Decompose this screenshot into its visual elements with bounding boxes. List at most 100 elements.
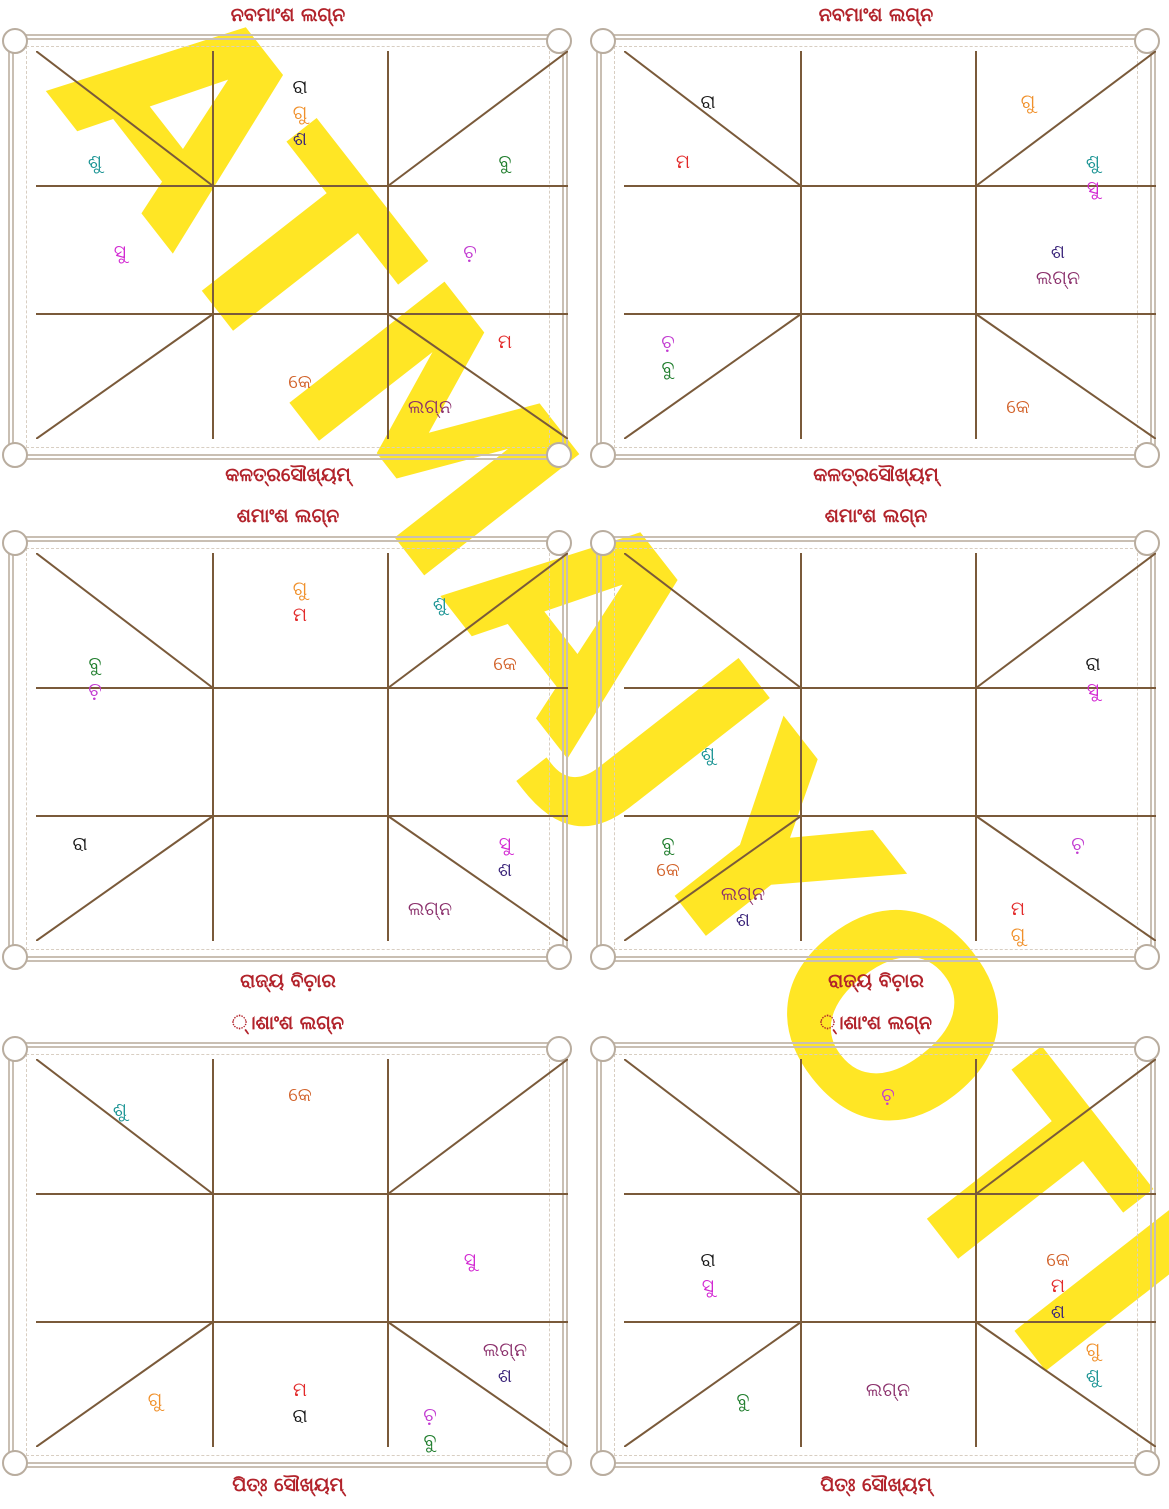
chart-panel: ରାମଗୁଶୁସୁଶଲଗ୍ନଚ଼ବୁକେ	[588, 34, 1164, 460]
planet-gu: ଗୁ	[260, 576, 340, 602]
house-bottom-right-lower: ଲଗ୍ନ	[390, 394, 470, 420]
house-bottom-left-lower: ଗୁ	[115, 1387, 195, 1413]
planet-ma: ମ	[1018, 1273, 1098, 1299]
house-top-left-tri: ବୁଚ଼	[55, 651, 135, 703]
house-top-right-tri: ବୁ	[465, 149, 545, 175]
corner-ornament-icon	[2, 1450, 28, 1476]
house-mid-right: କେମଶ	[1018, 1247, 1098, 1325]
planet-sa: ଶ	[465, 1363, 545, 1389]
planet-ra: ରା	[40, 831, 120, 857]
house-top-mid: ରାଗୁଶ	[260, 74, 340, 152]
house-top-mid: କେ	[260, 1082, 340, 1108]
planet-ra: ରା	[260, 74, 340, 100]
corner-ornament-icon	[2, 28, 28, 54]
house-mid-left: ରାସୁ	[668, 1247, 748, 1299]
planet-ke: କେ	[978, 394, 1058, 420]
planet-sy: ସୁ	[430, 1247, 510, 1273]
house-top-right-tri: ଶୁସୁ	[1053, 149, 1133, 201]
planet-bu: ବୁ	[465, 149, 545, 175]
house-bottom-left-lower: ଲଗ୍ନଶ	[703, 881, 783, 933]
house-bottom-right-lower: କେ	[978, 394, 1058, 420]
planet-sa: ଶ	[1018, 1299, 1098, 1325]
planet-gu: ଗୁ	[260, 100, 340, 126]
chart-heading: ଶମାଂଶ ଲଗ୍ନ	[588, 505, 1164, 527]
grid-line	[36, 314, 213, 439]
corner-ornament-icon	[2, 1036, 28, 1062]
chart-heading: ନବମାଂଶ ଲଗ୍ନ	[588, 4, 1164, 26]
planet-ch: ଚ଼	[628, 329, 708, 355]
house-bottom-left-lower: ବୁ	[703, 1387, 783, 1413]
house-bottom-mid: କେ	[260, 369, 340, 395]
planet-ch: ଚ଼	[848, 1082, 928, 1108]
planet-la: ଲଗ୍ନ	[465, 1337, 545, 1363]
house-top-right-tri: କେ	[465, 651, 545, 677]
planet-ke: କେ	[465, 651, 545, 677]
planet-ma: ମ	[465, 329, 545, 355]
house-top-right-upper: ଶୁ	[400, 591, 480, 617]
planet-ch: ଚ଼	[1038, 831, 1118, 857]
house-mid-left: ସୁ	[80, 239, 160, 265]
house-mid-right: ଚ଼	[430, 239, 510, 265]
grid-line	[624, 553, 801, 688]
planet-sa: ଶ	[703, 907, 783, 933]
chart-caption: ପିତ୍ଃ ସୌଖ୍ୟମ୍	[588, 1474, 1164, 1496]
grid-line	[388, 1059, 568, 1194]
house-top-left-tri: ଶୁ	[55, 149, 135, 175]
house-mid-right: ସୁ	[430, 1247, 510, 1273]
planet-ma: ମ	[643, 149, 723, 175]
house-bottom-right-tri: ଗୁଶୁ	[1053, 1337, 1133, 1389]
planet-gu: ଗୁ	[1053, 1337, 1133, 1363]
planet-su: ଶୁ	[1053, 149, 1133, 175]
planet-la: ଲଗ୍ନ	[848, 1377, 928, 1403]
corner-ornament-icon	[546, 1450, 572, 1476]
planet-sy: ସୁ	[668, 1273, 748, 1299]
house-bottom-right-lower: ଲଗ୍ନ	[390, 896, 470, 922]
planet-su: ଶୁ	[55, 149, 135, 175]
house-bottom-right-lower: ଚ଼ବୁ	[390, 1402, 470, 1454]
corner-ornament-icon	[590, 944, 616, 970]
planet-ch: ଚ଼	[430, 239, 510, 265]
planet-bu: ବୁ	[628, 831, 708, 857]
chart-panel: ଶୁ ରାଗୁଶ ବୁ ସୁ ଚ଼ ମ କେ ଲଗ୍ନ	[0, 34, 576, 460]
planet-gu: ଗୁ	[988, 89, 1068, 115]
planet-ke: କେ	[628, 857, 708, 883]
chart-caption: ରାଜ୍ୟ ବିଚ଼ାର	[0, 970, 576, 992]
corner-ornament-icon	[2, 944, 28, 970]
house-bottom-right-tri: ସୁଶ	[465, 831, 545, 883]
planet-gu: ଗୁ	[115, 1387, 195, 1413]
grid-line	[36, 1322, 213, 1447]
chart-heading: ନବମାଂଶ ଲଗ୍ନ	[0, 4, 576, 26]
chart-caption: ପିତ୍ଃ ସୌଖ୍ୟମ୍	[0, 1474, 576, 1496]
planet-ch: ଚ଼	[390, 1402, 470, 1428]
house-bottom-left-tri: ଚ଼ବୁ	[628, 329, 708, 381]
chart-heading: ଶମାଂଶ ଲଗ୍ନ	[0, 505, 576, 527]
planet-gu: ଗୁ	[978, 922, 1058, 948]
corner-ornament-icon	[590, 28, 616, 54]
planet-la: ଲଗ୍ନ	[703, 881, 783, 907]
house-bottom-left-tri: ବୁକେ	[628, 831, 708, 883]
house-top-left-tri: ମ	[643, 149, 723, 175]
planet-sa: ଶ	[1018, 239, 1098, 265]
house-bottom-mid: ମରା	[260, 1377, 340, 1429]
planet-bu: ବୁ	[55, 651, 135, 677]
planet-ra: ରା	[260, 1403, 340, 1429]
house-bottom-left-tri: ରା	[40, 831, 120, 857]
chart-caption: କଳତ୍ରସୌଖ୍ୟମ୍	[588, 464, 1164, 486]
house-top-left-upper: ରା	[668, 89, 748, 115]
chart-caption: ରାଜ୍ୟ ବିଚ଼ାର	[588, 970, 1164, 992]
planet-sa: ଶ	[465, 857, 545, 883]
planet-ke: କେ	[1018, 1247, 1098, 1273]
house-top-left-upper: ଶୁ	[80, 1097, 160, 1123]
planet-la: ଲଗ୍ନ	[390, 896, 470, 922]
house-top-mid: ଗୁମ	[260, 576, 340, 628]
house-mid-right-low: ଚ଼	[1038, 831, 1118, 857]
planet-ma: ମ	[260, 602, 340, 628]
planet-ra: ରା	[668, 89, 748, 115]
house-top-right-tri: ରାସୁ	[1053, 651, 1133, 703]
corner-ornament-icon	[590, 1036, 616, 1062]
planet-sy: ସୁ	[1053, 175, 1133, 201]
corner-ornament-icon	[2, 530, 28, 556]
chart-panel: ଶୁ କେ ସୁ ଲଗ୍ନଶ ମରା ଗୁ ଚ଼ବୁ	[0, 1042, 576, 1468]
